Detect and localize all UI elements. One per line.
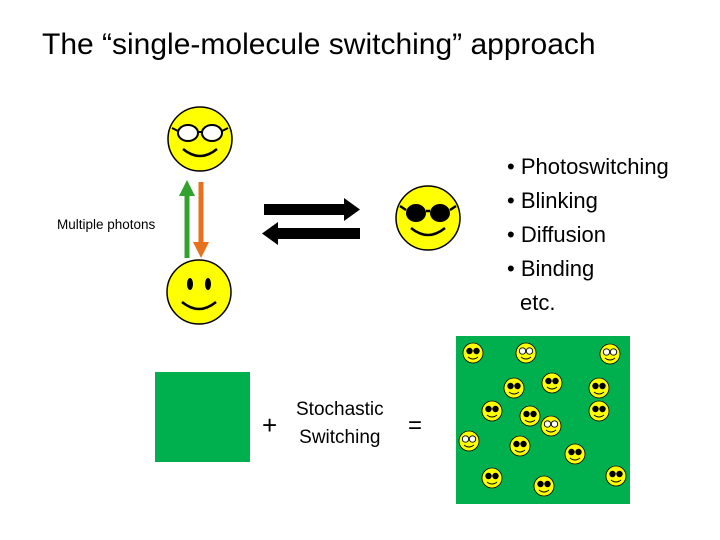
smiley-sunglasses-icon (509, 435, 531, 457)
smiley-clear-glasses-icon (166, 105, 234, 173)
smiley-clear-glasses-icon (515, 342, 537, 364)
smiley-clear-glasses-icon (599, 343, 621, 365)
smiley-sunglasses-icon (605, 465, 627, 487)
smiley-sunglasses-icon (564, 443, 586, 465)
emission-arrow-icon (193, 182, 209, 258)
switching-line: Switching (299, 427, 381, 448)
stochastic-switching-label: Stochastic Switching (296, 396, 384, 452)
mechanism-item: • Photoswitching (507, 154, 669, 179)
smiley-clear-glasses-icon (540, 415, 562, 437)
smiley-sunglasses-icon (541, 372, 563, 394)
ensemble-square (155, 372, 250, 462)
smiley-sunglasses-icon (481, 467, 503, 489)
forward-arrow-icon (264, 198, 360, 221)
equals-sign: = (408, 412, 423, 439)
smiley-sunglasses-icon (394, 184, 462, 252)
smiley-icon (165, 258, 233, 326)
multiple-photons-label: Multiple photons (57, 217, 156, 232)
stochastic-line: Stochastic (296, 399, 384, 420)
smiley-sunglasses-icon (588, 377, 610, 399)
smiley-sunglasses-icon (588, 400, 610, 422)
mechanism-item: • Blinking (507, 188, 598, 213)
smiley-sunglasses-icon (503, 377, 525, 399)
mechanism-item: • Diffusion (507, 222, 607, 247)
stochastic-switching-field (456, 336, 630, 504)
page-title: The “single-molecule switching” approach (42, 28, 596, 61)
smiley-sunglasses-icon (462, 342, 484, 364)
excitation-arrow-icon (179, 180, 195, 258)
smiley-sunglasses-icon (533, 475, 555, 497)
smiley-clear-glasses-icon (458, 430, 480, 452)
plus-sign: + (262, 410, 278, 440)
mechanism-item: etc. (520, 290, 556, 315)
reverse-arrow-icon (262, 222, 360, 245)
mechanism-item: • Binding (507, 256, 595, 281)
smiley-sunglasses-icon (519, 405, 541, 427)
mechanism-list: • Photoswitching • Blinking • Diffusion … (507, 150, 669, 320)
smiley-sunglasses-icon (481, 400, 503, 422)
